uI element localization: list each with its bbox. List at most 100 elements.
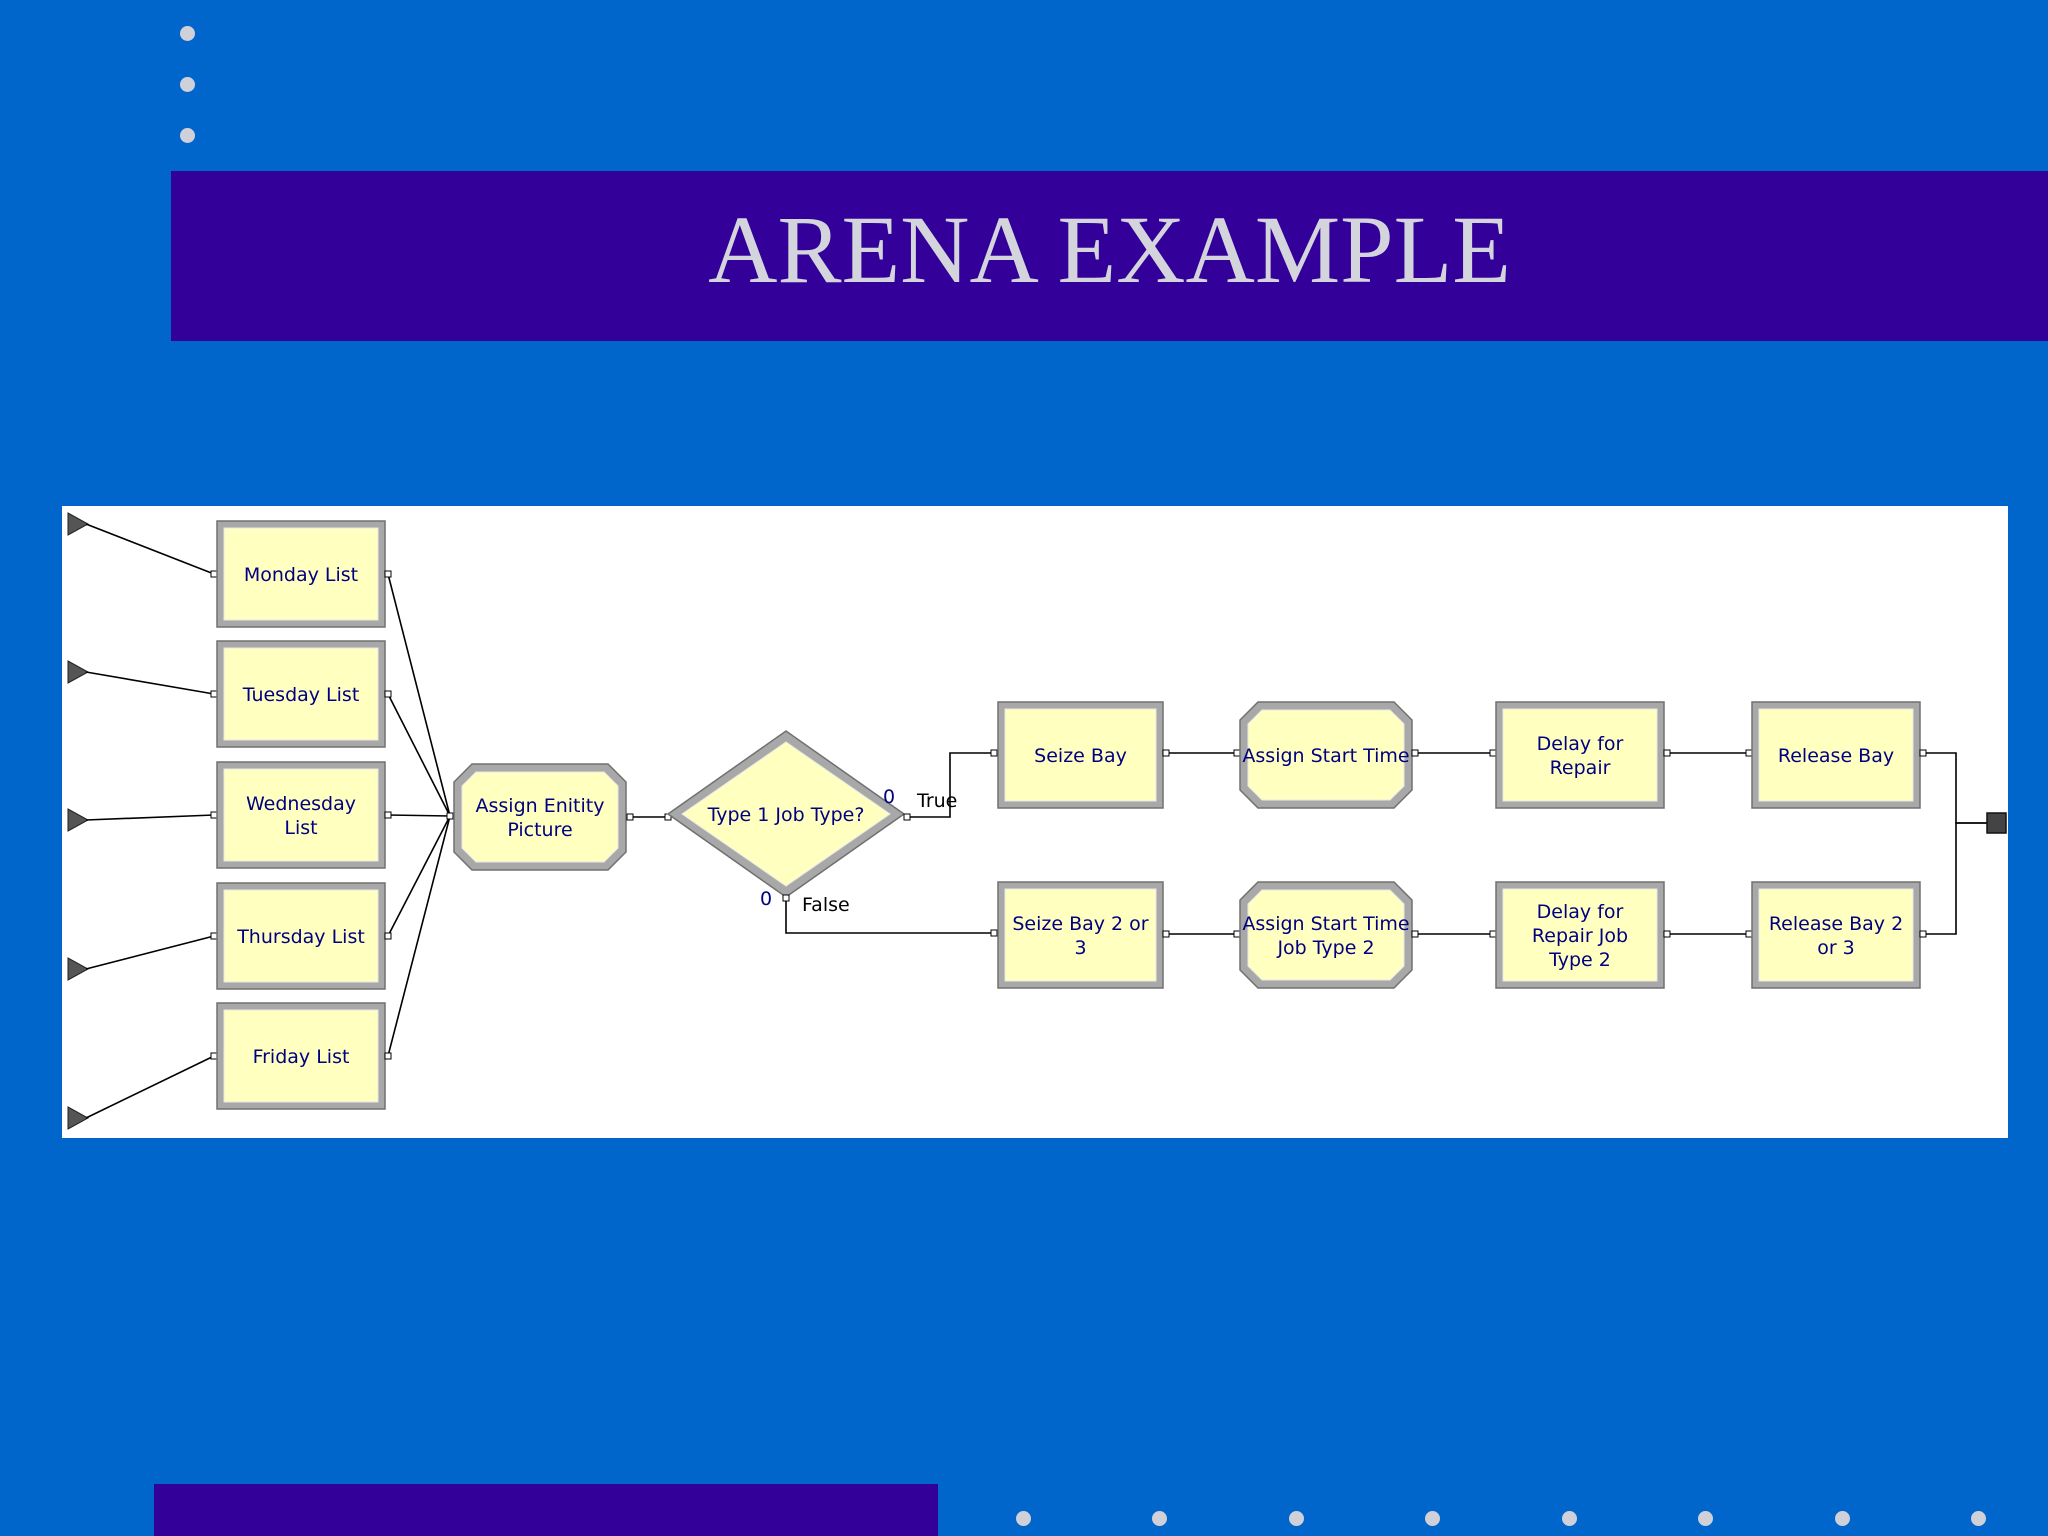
bullet-dot bbox=[180, 26, 195, 41]
false-counter: 0 bbox=[760, 888, 772, 910]
entity-arrival-icon bbox=[67, 957, 90, 981]
connection-port bbox=[446, 812, 454, 820]
create-module-2-label: Tuesday List bbox=[242, 684, 360, 706]
connection-port bbox=[1489, 749, 1497, 757]
false-branch-module-3-body bbox=[1502, 888, 1658, 982]
true-branch-module-3-label: Repair bbox=[1550, 757, 1611, 779]
bottom-band bbox=[154, 1484, 938, 1536]
decide-module: Type 1 Job Type? bbox=[666, 730, 906, 898]
false-branch-module-1: Seize Bay 2 or3 bbox=[997, 881, 1164, 989]
connection-port bbox=[1162, 930, 1170, 938]
bullet-dot bbox=[1698, 1511, 1713, 1526]
false-branch-module-3-label: Repair Job bbox=[1532, 925, 1628, 947]
connection-port bbox=[384, 932, 392, 940]
bullet-dot bbox=[1562, 1511, 1577, 1526]
bullet-dot bbox=[1289, 1511, 1304, 1526]
assign-picture-module-body bbox=[461, 771, 619, 863]
arrival-connector bbox=[85, 935, 215, 970]
dispose-module-icon bbox=[1986, 812, 2007, 834]
true-branch-connector bbox=[907, 752, 994, 818]
create-module-3-label: Wednesday bbox=[246, 793, 356, 815]
connection-port bbox=[1663, 749, 1671, 757]
dispose-connector bbox=[1923, 822, 1987, 935]
bullet-dot bbox=[1152, 1511, 1167, 1526]
title-band bbox=[171, 171, 2048, 341]
false-branch-module-2-label: Job Type 2 bbox=[1276, 937, 1374, 959]
bullet-dot bbox=[1425, 1511, 1440, 1526]
bullet-dot bbox=[1971, 1511, 1986, 1526]
create-module-4: Thursday List bbox=[216, 882, 386, 990]
create-connector bbox=[387, 815, 451, 1057]
connection-port bbox=[210, 932, 218, 940]
entity-arrival-icon bbox=[67, 512, 90, 536]
true-branch-module-4-body bbox=[1758, 708, 1914, 802]
connection-port bbox=[990, 749, 998, 757]
true-branch-module-3-body bbox=[1502, 708, 1658, 802]
false-branch-module-1-body bbox=[1004, 888, 1157, 982]
decide-label: Type 1 Job Type? bbox=[707, 804, 865, 826]
false-branch-module-1-label: 3 bbox=[1074, 937, 1086, 959]
false-branch-module-2-label: Assign Start Time bbox=[1242, 913, 1409, 935]
true-branch-module-2: Assign Start Time bbox=[1239, 701, 1413, 809]
connection-port bbox=[990, 929, 998, 937]
create-module-2-body bbox=[223, 647, 379, 741]
dispose-connector bbox=[1923, 752, 1987, 824]
connection-port bbox=[1411, 749, 1419, 757]
false-branch-module-1-label: Seize Bay 2 or bbox=[1012, 913, 1148, 935]
connection-port bbox=[1233, 930, 1241, 938]
entity-arrival-icon bbox=[67, 660, 90, 684]
connection-port bbox=[210, 690, 218, 698]
arrival-connector bbox=[85, 1055, 215, 1119]
connection-port bbox=[1745, 749, 1753, 757]
create-module-1-label: Monday List bbox=[244, 564, 358, 586]
connection-port bbox=[384, 1052, 392, 1060]
entity-arrival-icon bbox=[67, 1106, 90, 1130]
connection-port bbox=[626, 813, 634, 821]
bullet-dot bbox=[1835, 1511, 1850, 1526]
create-module-5: Friday List bbox=[216, 1002, 386, 1110]
create-module-3-label: List bbox=[284, 817, 317, 839]
connection-port bbox=[1411, 930, 1419, 938]
false-branch-module-2-body bbox=[1247, 889, 1405, 981]
create-connector bbox=[387, 814, 451, 817]
bullet-dot bbox=[180, 128, 195, 143]
connection-port bbox=[210, 1052, 218, 1060]
true-branch-module-1: Seize Bay bbox=[997, 701, 1164, 809]
assign-picture-module-label: Assign Enitity bbox=[476, 795, 605, 817]
connection-port bbox=[1233, 749, 1241, 757]
connection-port bbox=[384, 690, 392, 698]
create-connector bbox=[387, 693, 451, 817]
create-module-1-body bbox=[223, 527, 379, 621]
connection-port bbox=[384, 570, 392, 578]
connection-port bbox=[1745, 930, 1753, 938]
true-counter: 0 bbox=[883, 786, 895, 808]
create-module-3-body bbox=[223, 768, 379, 862]
decide-body bbox=[681, 741, 891, 887]
true-branch-module-4: Release Bay bbox=[1751, 701, 1921, 809]
arrival-connector bbox=[85, 814, 215, 821]
connection-port bbox=[210, 811, 218, 819]
create-module-1: Monday List bbox=[216, 520, 386, 628]
true-branch-module-2-label: Assign Start Time bbox=[1242, 745, 1409, 767]
false-branch-connector bbox=[785, 898, 994, 934]
true-branch-module-1-body bbox=[1004, 708, 1157, 802]
false-branch-module-4: Release Bay 2or 3 bbox=[1751, 881, 1921, 989]
connection-port bbox=[903, 813, 911, 821]
true-branch-module-4-label: Release Bay bbox=[1778, 745, 1894, 767]
assign-picture-module-label: Picture bbox=[507, 819, 572, 841]
bullet-dot bbox=[180, 77, 195, 92]
connection-port bbox=[1919, 749, 1927, 757]
false-branch-module-4-body bbox=[1758, 888, 1914, 982]
create-module-2: Tuesday List bbox=[216, 640, 386, 748]
arrival-connector bbox=[85, 523, 215, 575]
connection-port bbox=[1489, 930, 1497, 938]
bullet-dot bbox=[1016, 1511, 1031, 1526]
connection-port bbox=[384, 811, 392, 819]
